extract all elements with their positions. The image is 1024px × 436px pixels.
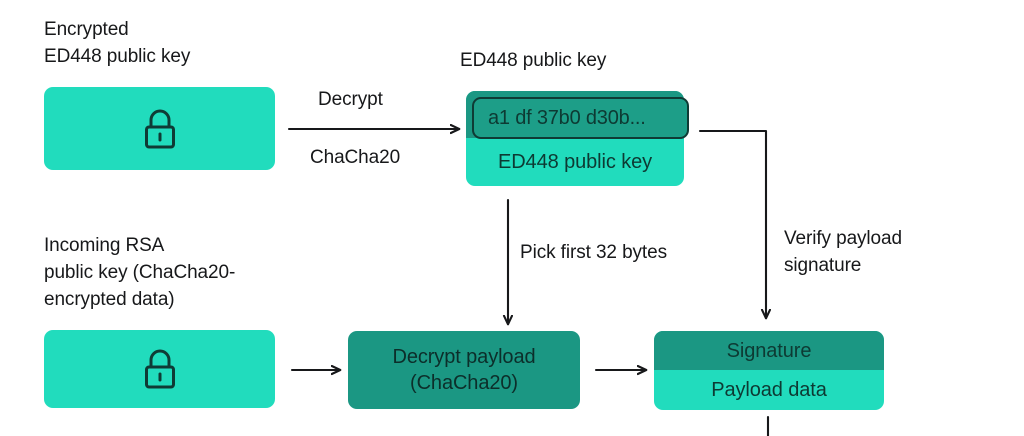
encrypted-ed448-key-box[interactable] — [44, 87, 275, 170]
ed448-stack-bottom-label: ED448 public key — [497, 151, 653, 173]
edge-label-verify-payload-signature: Verify payload signature — [784, 228, 902, 276]
lock-icon — [138, 345, 182, 393]
signature-payload-stack[interactable]: Signature Payload data — [654, 331, 884, 410]
lock-icon — [138, 105, 182, 153]
decrypt-payload-box[interactable]: Decrypt payload (ChaCha20) — [348, 331, 580, 409]
payload-data-band: Payload data — [654, 370, 884, 410]
ed448-stack-bottom: ED448 public key — [466, 138, 684, 186]
ed448-hex-preview-text: a1 df 37b0 d30b... — [488, 107, 646, 129]
edge-label-chacha20: ChaCha20 — [310, 147, 401, 168]
caption-encrypted-key: Encrypted ED448 public key — [44, 19, 191, 67]
signature-band: Signature — [654, 331, 884, 370]
signature-label: Signature — [726, 339, 812, 362]
ed448-hex-preview-chip[interactable]: a1 df 37b0 d30b... — [472, 97, 689, 139]
incoming-rsa-key-box[interactable] — [44, 330, 275, 408]
elbow-connector-icon-verify-signature — [698, 129, 766, 318]
edge-label-decrypt: Decrypt — [318, 89, 383, 110]
payload-data-label: Payload data — [711, 379, 827, 401]
decrypt-payload-label: Decrypt payload (ChaCha20) — [392, 346, 536, 394]
edge-label-pick-first-32-bytes: Pick first 32 bytes — [520, 242, 667, 263]
caption-incoming-rsa: Incoming RSA public key (ChaCha20- encry… — [44, 235, 236, 310]
caption-ed448-public-key: ED448 public key — [460, 50, 607, 71]
